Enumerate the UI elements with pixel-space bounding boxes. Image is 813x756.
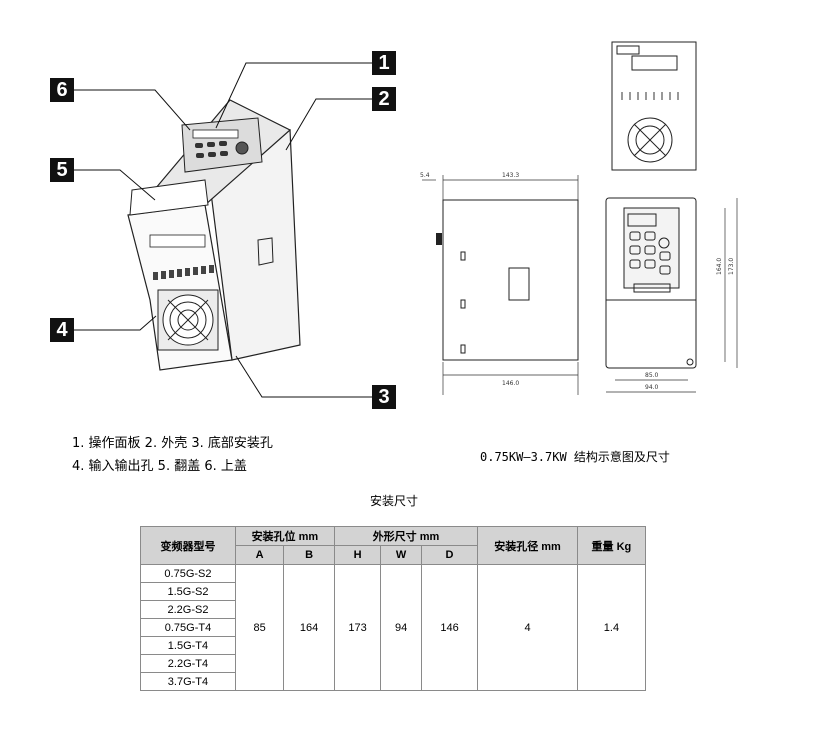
header-outer-size: 外形尺寸 mm bbox=[333, 526, 479, 546]
value-weight: 1.4 bbox=[576, 564, 647, 691]
subheader-b: B bbox=[283, 545, 335, 565]
dim-height-a: 164.0 bbox=[716, 258, 723, 275]
value-w: 94 bbox=[380, 564, 422, 691]
installation-size-table: 变频器型号 安装孔位 mm 外形尺寸 mm 安装孔径 mm 重量 Kg A B … bbox=[140, 526, 647, 691]
callout-4: 4 bbox=[50, 318, 74, 342]
value-h: 173 bbox=[333, 564, 382, 691]
model-cell: 2.2G-S2 bbox=[140, 600, 236, 619]
diagram-caption: 0.75KW—3.7KW 结构示意图及尺寸 bbox=[480, 450, 670, 464]
callout-1: 1 bbox=[372, 51, 396, 75]
dim-top-offset: 5.4 bbox=[420, 172, 430, 179]
header-hole-diameter: 安装孔径 mm bbox=[477, 526, 578, 565]
table-title: 安装尺寸 bbox=[370, 494, 419, 508]
model-cell: 1.5G-T4 bbox=[140, 636, 236, 655]
device-isometric-drawing bbox=[72, 62, 372, 398]
value-b: 164 bbox=[283, 564, 335, 691]
legend-line-2: 4. 输入输出孔 5. 翻盖 6. 上盖 bbox=[72, 459, 247, 474]
dim-height-b: 173.0 bbox=[728, 258, 735, 275]
callout-3: 3 bbox=[372, 385, 396, 409]
subheader-a: A bbox=[234, 545, 285, 565]
model-cell: 0.75G-T4 bbox=[140, 618, 236, 637]
model-cell: 2.2G-T4 bbox=[140, 654, 236, 673]
legend-line-1: 1. 操作面板 2. 外壳 3. 底部安装孔 bbox=[72, 436, 273, 451]
model-cell: 3.7G-T4 bbox=[140, 672, 236, 691]
subheader-w: W bbox=[380, 545, 422, 565]
orthographic-views: 5.4 143.3 146.0 164.0 173.0 85.0 94.0 bbox=[420, 41, 738, 395]
header-weight: 重量 Kg bbox=[576, 526, 647, 565]
callout-6: 6 bbox=[50, 78, 74, 102]
callout-2: 2 bbox=[372, 87, 396, 111]
model-cell: 0.75G-S2 bbox=[140, 564, 236, 583]
dim-width-a: 85.0 bbox=[645, 372, 659, 379]
dim-depth: 146.0 bbox=[502, 380, 519, 387]
callout-5: 5 bbox=[50, 158, 74, 182]
header-hole-position: 安装孔位 mm bbox=[234, 526, 335, 546]
dim-width-b: 94.0 bbox=[645, 384, 659, 391]
subheader-d: D bbox=[420, 545, 479, 565]
value-d: 146 bbox=[420, 564, 479, 691]
subheader-h: H bbox=[333, 545, 382, 565]
value-a: 85 bbox=[234, 564, 285, 691]
model-cell: 1.5G-S2 bbox=[140, 582, 236, 601]
dim-top-width: 143.3 bbox=[502, 172, 519, 179]
value-hole-diameter: 4 bbox=[477, 564, 578, 691]
header-model: 变频器型号 bbox=[140, 526, 236, 565]
